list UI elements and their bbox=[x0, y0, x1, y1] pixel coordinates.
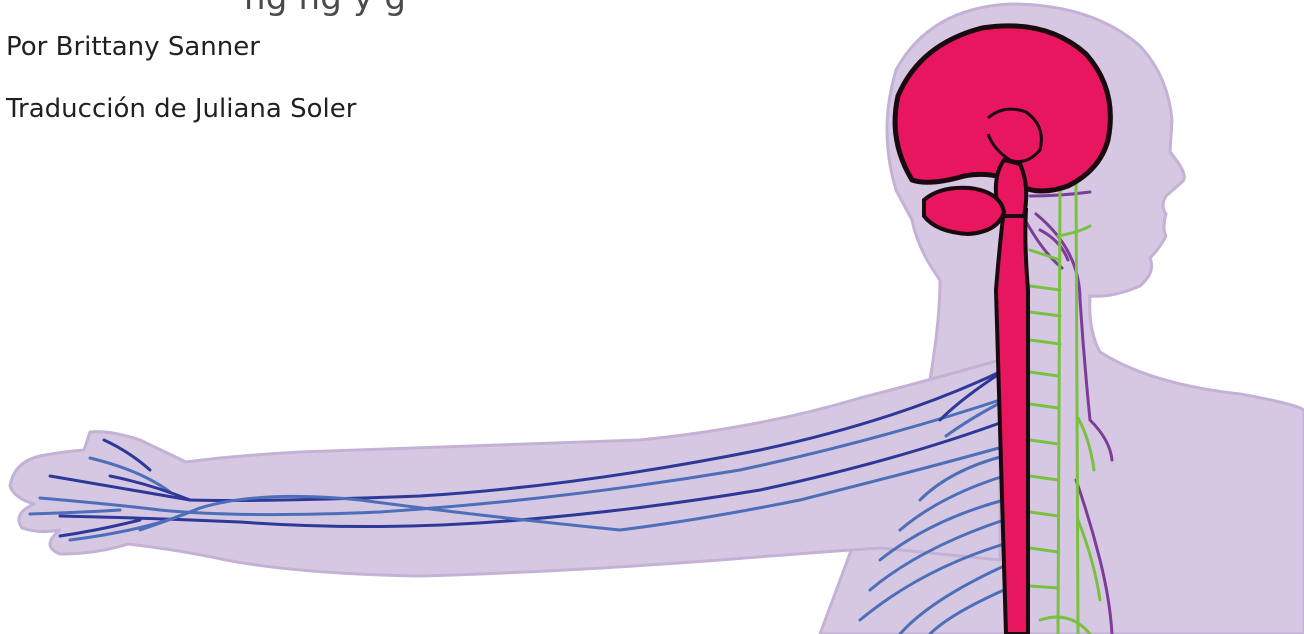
author-byline: Por Brittany Sanner bbox=[6, 32, 260, 62]
translator-byline: Traducción de Juliana Soler bbox=[6, 94, 356, 124]
cerebellum bbox=[924, 188, 1004, 234]
